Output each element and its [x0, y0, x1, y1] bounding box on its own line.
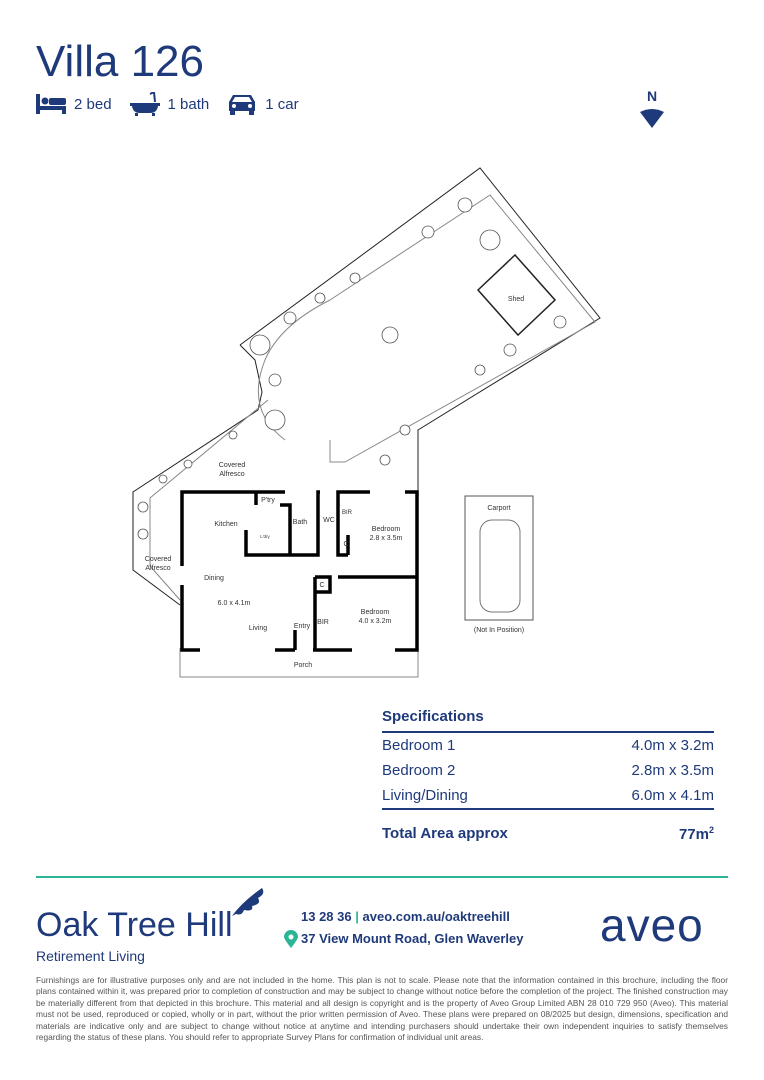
label-carport: Carport	[487, 505, 510, 512]
label-covered-alfresco: Alfresco	[219, 471, 244, 478]
website-link[interactable]: aveo.com.au/oaktreehill	[362, 909, 510, 924]
north-label: N	[646, 88, 658, 104]
feature-list: 2 bed 1 bath 1 car	[36, 92, 309, 116]
divider	[382, 808, 714, 810]
separator: |	[355, 909, 359, 924]
feature-car: 1 car	[227, 93, 299, 115]
label-porch: Porch	[294, 662, 312, 669]
label-living: Living	[249, 625, 267, 632]
label-entry: Entry	[294, 623, 311, 630]
feature-bed: 2 bed	[36, 94, 112, 114]
address: 37 View Mount Road, Glen Waverley	[301, 931, 524, 946]
label-wc: WC	[323, 517, 335, 524]
disclaimer: Furnishings are for illustrative purpose…	[36, 975, 728, 1043]
label-shed: Shed	[508, 296, 524, 303]
trees	[137, 197, 567, 540]
total-area-value: 77m2	[679, 825, 714, 843]
label-covered-alfresco: Covered	[219, 462, 246, 469]
bed-icon	[36, 94, 66, 114]
aveo-logo: aveo	[600, 899, 704, 951]
label-dining: Dining	[204, 575, 224, 582]
car-outline	[479, 519, 521, 613]
oak-leaf-icon	[232, 888, 264, 916]
floor-plan: Covered Alfresco Covered Alfresco Shed P…	[132, 167, 601, 678]
label-covered-alfresco: Alfresco	[145, 565, 170, 572]
phone[interactable]: 13 28 36	[301, 909, 352, 924]
site-boundary	[239, 167, 601, 650]
label-laundry: L'dry	[260, 534, 270, 539]
spec-room: Bedroom 2	[382, 762, 456, 779]
feature-label: 1 car	[265, 95, 299, 113]
spec-room: Living/Dining	[382, 787, 468, 804]
spec-size: 2.8m x 3.5m	[631, 762, 714, 779]
total-area-unit: 2	[708, 825, 714, 835]
shed	[476, 253, 557, 337]
label-cupboard: C	[343, 541, 348, 548]
spec-row: Bedroom 2 2.8m x 3.5m	[382, 758, 714, 783]
total-area-row: Total Area approx 77m2	[382, 825, 714, 843]
spec-room: Bedroom 1	[382, 737, 456, 754]
label-bedroom: Bedroom	[361, 609, 390, 616]
specifications-table: Specifications Bedroom 1 4.0m x 3.2m Bedr…	[382, 708, 714, 843]
specifications-title: Specifications	[382, 708, 484, 725]
label-bir: BIR	[317, 619, 329, 626]
carport	[464, 495, 534, 621]
label-living-size: 6.0 x 4.1m	[218, 600, 251, 607]
contact-info: 13 28 36 | aveo.com.au/oaktreehill 37 Vi…	[284, 906, 524, 950]
spec-size: 6.0m x 4.1m	[631, 787, 714, 804]
garden-path	[257, 194, 596, 463]
exterior-wall	[180, 490, 285, 566]
label-bath: Bath	[293, 519, 308, 526]
feature-label: 2 bed	[74, 95, 112, 113]
brand-subtitle: Retirement Living	[36, 948, 145, 964]
bath-icon	[129, 92, 160, 116]
location-pin-icon	[284, 930, 298, 948]
site-boundary	[132, 344, 263, 606]
label-bir: BIR	[342, 510, 353, 516]
label-bedroom: Bedroom	[372, 526, 401, 533]
spec-size: 4.0m x 3.2m	[631, 737, 714, 754]
spec-row: Living/Dining 6.0m x 4.1m	[382, 783, 714, 808]
label-pantry: P'try	[261, 497, 275, 504]
total-area-number: 77m	[678, 826, 709, 843]
feature-bath: 1 bath	[129, 92, 210, 116]
north-indicator: N	[638, 88, 666, 131]
feature-label: 1 bath	[167, 95, 210, 113]
label-cupboard: C	[319, 582, 324, 589]
brand-name: Oak Tree Hill	[36, 906, 233, 944]
car-icon	[229, 95, 256, 115]
footer-divider	[36, 876, 728, 878]
label-bedroom-size: 2.8 x 3.5m	[370, 535, 403, 542]
label-covered-alfresco: Covered	[145, 556, 172, 563]
label-bedroom-size: 4.0 x 3.2m	[359, 618, 392, 625]
label-not-in-position: (Not In Position)	[474, 627, 524, 634]
page-title: Villa 126	[36, 37, 204, 86]
north-arrow-icon	[640, 109, 664, 128]
divider	[382, 731, 714, 733]
total-area-label: Total Area approx	[382, 825, 508, 842]
spec-row: Bedroom 1 4.0m x 3.2m	[382, 733, 714, 758]
label-kitchen: Kitchen	[214, 521, 237, 528]
